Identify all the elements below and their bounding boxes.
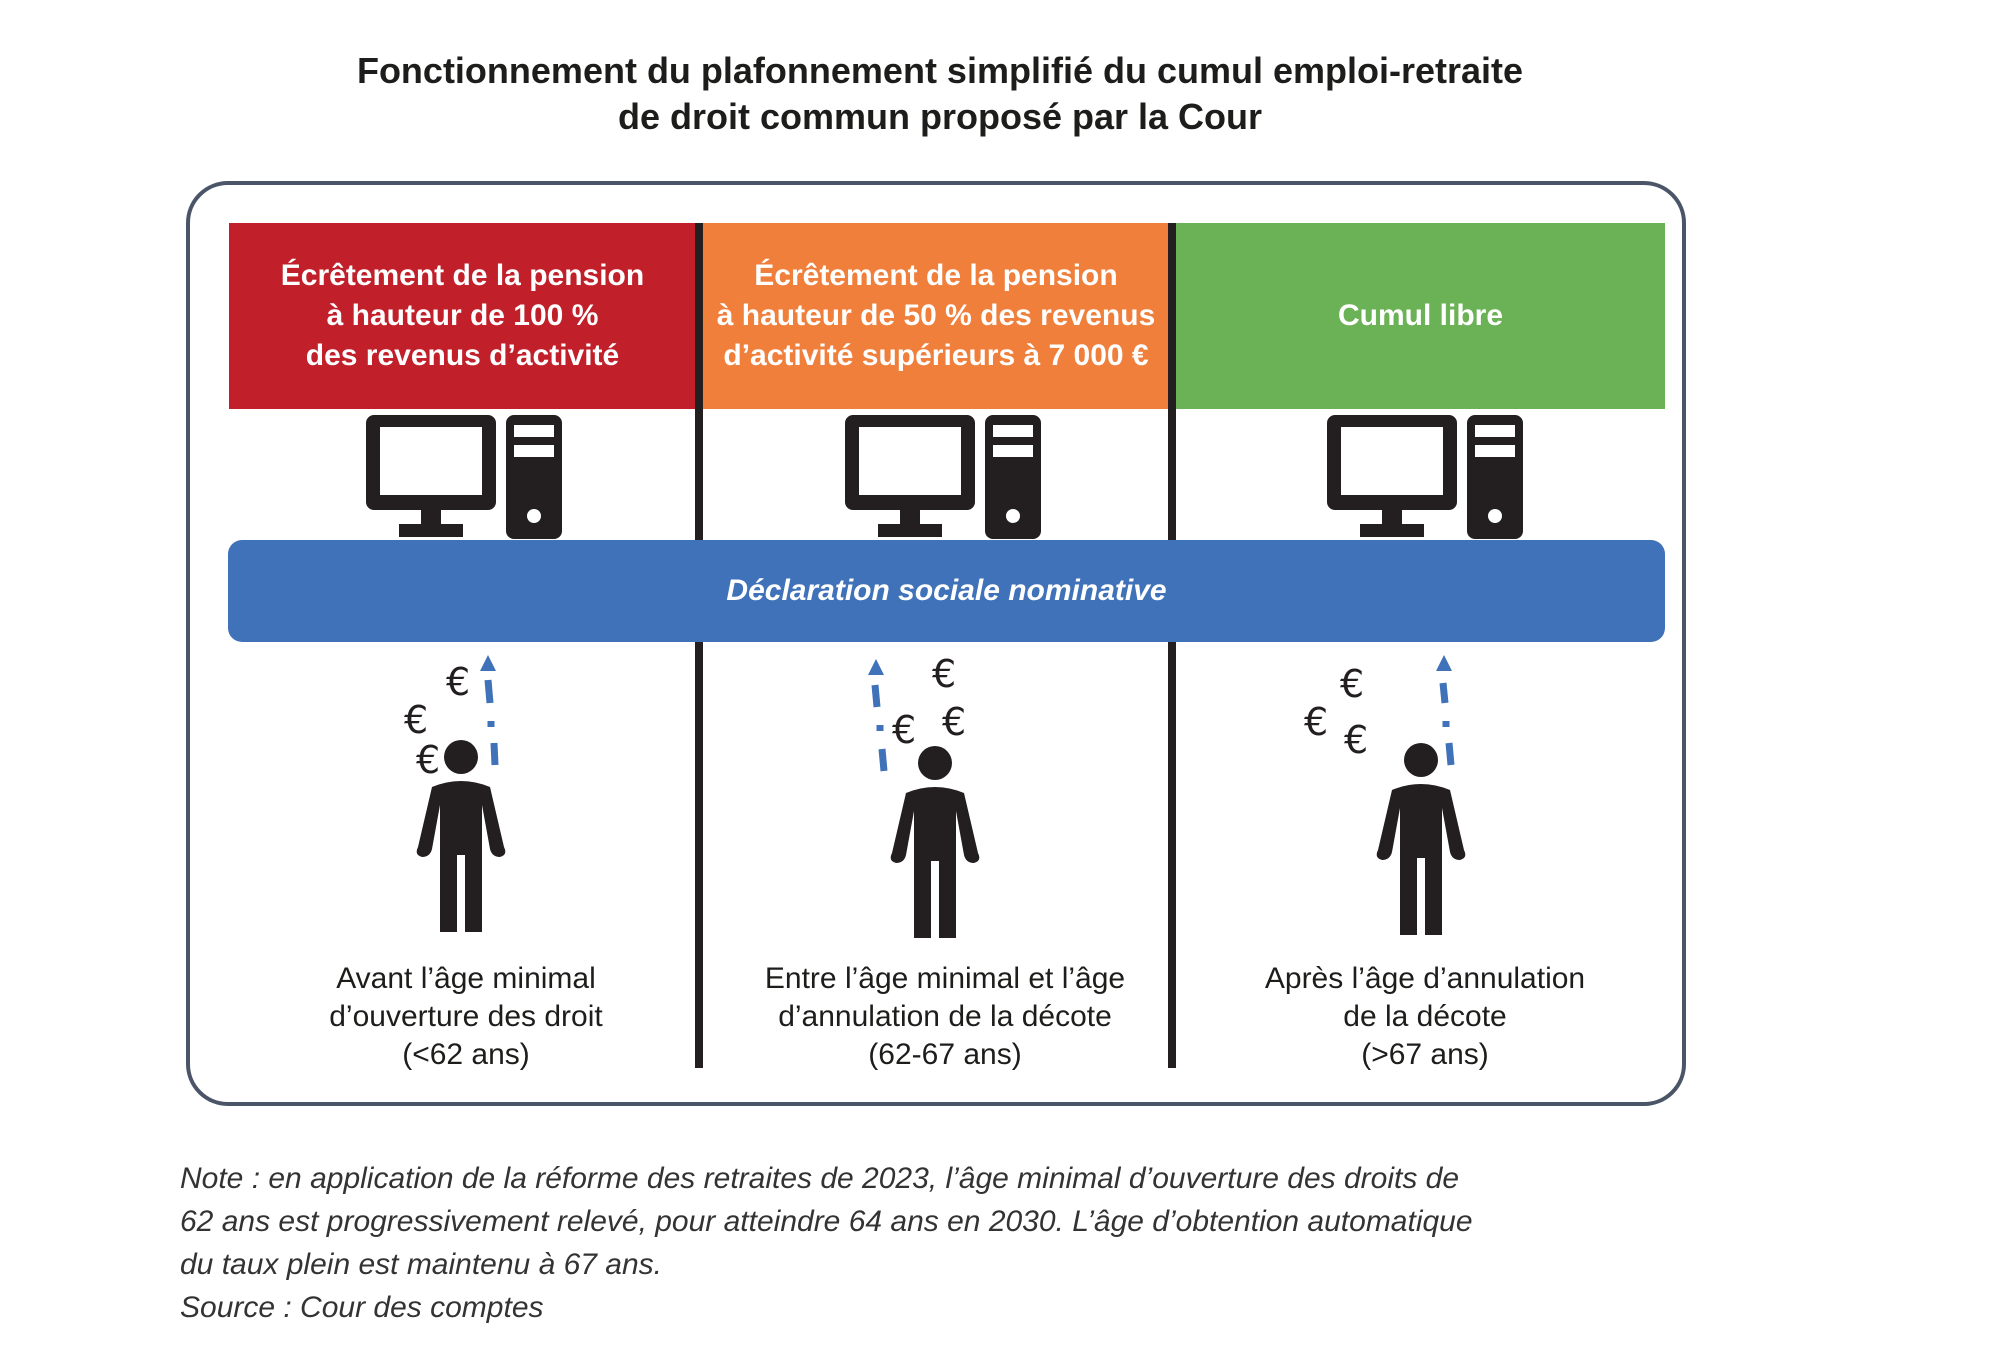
- age-label-after-decote: Après l’âge d’annulation de la décote (>…: [1195, 960, 1655, 1074]
- dashed-arrow-up-icon: [871, 684, 888, 772]
- header-line: des revenus d’activité: [305, 339, 620, 372]
- person-icon: [890, 746, 980, 938]
- header-line: Écrêtement de la pension: [754, 259, 1118, 292]
- svg-text:€: €: [1304, 700, 1328, 744]
- label-line: de la décote: [1343, 1000, 1507, 1033]
- arrow-head-icon: [1436, 655, 1452, 671]
- header-red-100-percent: Écrêtement de la pension à hauteur de 10…: [229, 223, 696, 409]
- euro-icon: € € €: [892, 655, 966, 752]
- computer-icon: [845, 415, 1041, 539]
- diagram-title: Fonctionnement du plafonnement simplifié…: [0, 48, 1880, 140]
- svg-text:€: €: [416, 738, 440, 782]
- column-divider: [695, 223, 703, 1068]
- header-green-cumul-libre: Cumul libre: [1176, 223, 1665, 409]
- svg-text:€: €: [942, 700, 966, 744]
- source-line: Source : Cour des comptes: [180, 1291, 544, 1324]
- computer-icon: [366, 415, 562, 539]
- header-line: d’activité supérieurs à 7 000 €: [723, 339, 1149, 372]
- header-line: Écrêtement de la pension: [280, 259, 645, 292]
- header-line: à hauteur de 100 %: [326, 299, 599, 332]
- svg-text:€: €: [446, 660, 470, 704]
- label-line: d’ouverture des droit: [329, 1000, 603, 1033]
- svg-text:€: €: [1344, 718, 1368, 762]
- title-line-1: Fonctionnement du plafonnement simplifié…: [356, 50, 1524, 91]
- svg-text:€: €: [404, 698, 428, 742]
- arrow-head-icon: [480, 655, 496, 671]
- footnote: Note : en application de la réforme des …: [180, 1157, 1740, 1329]
- dashed-arrow-up-icon: [484, 679, 499, 766]
- person-with-euros-col1: € € €: [404, 655, 506, 932]
- title-line-2: de droit commun proposé par la Cour: [617, 96, 1263, 137]
- svg-text:€: €: [892, 708, 916, 752]
- person-with-euros-col3: € € €: [1304, 655, 1466, 935]
- label-line: Entre l’âge minimal et l’âge: [764, 962, 1126, 995]
- diagram-panel: [186, 181, 1686, 1106]
- label-line: (>67 ans): [1361, 1038, 1489, 1071]
- note-line: du taux plein est maintenu à 67 ans.: [180, 1248, 662, 1281]
- euro-icon: € € €: [404, 660, 470, 782]
- computer-icon: [1327, 415, 1523, 539]
- dsn-bar: Déclaration sociale nominative: [228, 540, 1665, 642]
- person-icon: [1376, 743, 1466, 935]
- column-divider: [1168, 223, 1176, 1068]
- header-line: Cumul libre: [1337, 299, 1503, 332]
- label-line: d’annulation de la décote: [778, 1000, 1112, 1033]
- header-line: à hauteur de 50 % des revenus: [716, 299, 1156, 332]
- dsn-label: Déclaration sociale nominative: [726, 574, 1167, 607]
- label-line: Après l’âge d’annulation: [1264, 962, 1586, 995]
- person-icon: [416, 740, 506, 932]
- svg-text:€: €: [1340, 662, 1364, 706]
- age-label-before-minimal: Avant l’âge minimal d’ouverture des droi…: [236, 960, 696, 1074]
- label-line: (62-67 ans): [868, 1038, 1022, 1071]
- label-line: (<62 ans): [402, 1038, 530, 1071]
- arrow-head-icon: [868, 659, 884, 675]
- note-line: Note : en application de la réforme des …: [180, 1162, 1460, 1195]
- header-orange-50-percent: Écrêtement de la pension à hauteur de 50…: [703, 223, 1169, 409]
- euro-icon: € € €: [1304, 662, 1368, 762]
- note-line: 62 ans est progressivement relevé, pour …: [180, 1205, 1473, 1238]
- person-with-euros-col2: € € €: [868, 655, 980, 938]
- dashed-arrow-up-icon: [1439, 682, 1455, 766]
- age-label-between: Entre l’âge minimal et l’âge d’annulatio…: [715, 960, 1175, 1074]
- svg-text:€: €: [932, 655, 956, 696]
- label-line: Avant l’âge minimal: [336, 962, 596, 995]
